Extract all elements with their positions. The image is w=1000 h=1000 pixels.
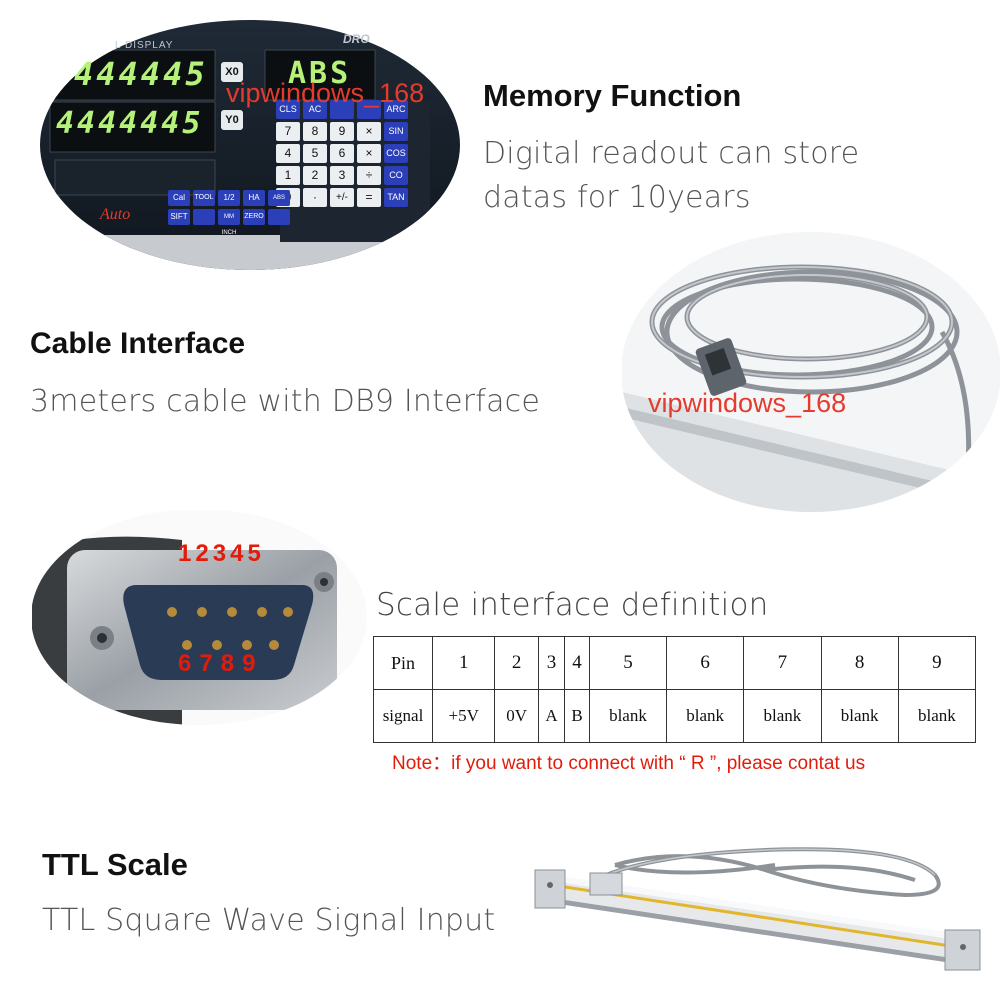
- key[interactable]: ×: [357, 122, 381, 141]
- key[interactable]: CLS: [276, 100, 300, 119]
- key[interactable]: 1/2: [218, 190, 240, 206]
- memory-title: Memory Function: [483, 78, 742, 113]
- function-keys: Cal TOOL 1/2 HA ABS INC SIFT MM INCH ZER…: [168, 190, 290, 236]
- table-cell: 8: [820, 636, 899, 690]
- key[interactable]: COS: [384, 144, 408, 163]
- note-text: Note：if you want to connect with “ R ”, …: [392, 753, 866, 774]
- ttl-desc: TTL Square Wave Signal Input: [42, 903, 496, 938]
- key[interactable]: AC: [303, 100, 327, 119]
- key[interactable]: 8: [303, 122, 327, 141]
- key[interactable]: 7: [276, 122, 300, 141]
- pin-label: 7: [199, 650, 213, 677]
- mode-readout: ABS: [288, 56, 352, 91]
- key[interactable]: [193, 209, 215, 225]
- key[interactable]: 4: [276, 144, 300, 163]
- y-axis-key[interactable]: Y0: [221, 110, 243, 130]
- table-cell: B: [564, 689, 590, 743]
- memory-desc-line2: datas for 10years: [483, 180, 751, 215]
- db9-connector-photo: [32, 510, 367, 725]
- key[interactable]: ×: [357, 144, 381, 163]
- cable-desc: 3meters cable with DB9 Interface: [30, 384, 540, 419]
- table-cell: 5: [588, 636, 668, 690]
- key[interactable]: 2: [303, 166, 327, 185]
- key[interactable]: 6: [330, 144, 354, 163]
- key[interactable]: HA: [243, 190, 265, 206]
- table-cell: blank: [743, 689, 822, 743]
- key[interactable]: ABS INC: [268, 190, 290, 217]
- y-axis-readout: 4444445: [56, 106, 204, 141]
- key[interactable]: SIFT: [168, 209, 190, 225]
- x-axis-readout: 444445: [74, 55, 208, 93]
- panel-label-right: DRO: [343, 32, 370, 46]
- key[interactable]: 9: [330, 122, 354, 141]
- table-cell: 2: [494, 636, 539, 690]
- pin-numbers-top: 1 2 3 4 5: [178, 540, 261, 568]
- pin-label: 2: [195, 540, 209, 567]
- table-cell: 1: [431, 636, 496, 690]
- table-cell: blank: [820, 689, 899, 743]
- panel-label-left: L DISPLAY: [115, 40, 174, 51]
- key[interactable]: ZERO: [243, 209, 265, 225]
- key[interactable]: +/-: [330, 188, 354, 207]
- table-cell: 3: [537, 636, 566, 690]
- key[interactable]: [330, 100, 354, 119]
- table-cell: blank: [588, 689, 668, 743]
- watermark-1: vipwindows_168: [226, 78, 425, 108]
- watermark-2: vipwindows_168: [648, 388, 847, 418]
- table-cell: blank: [666, 689, 745, 743]
- table-row: Pin 1 2 3 4 5 6 7 8 9: [373, 636, 977, 690]
- key[interactable]: ·: [303, 188, 327, 207]
- key[interactable]: TOOL: [193, 190, 215, 206]
- key[interactable]: SIN: [384, 122, 408, 141]
- table-cell: +5V: [431, 689, 496, 743]
- keypad: CLS AC ARC 7 8 9 × SIN 4 5 6 × COS 1 2 3…: [276, 100, 436, 207]
- pin-label: 1: [178, 540, 192, 567]
- table-header-cell: Pin: [373, 636, 433, 690]
- pin-label: 6: [178, 650, 192, 677]
- key[interactable]: 5: [303, 144, 327, 163]
- key[interactable]: =: [357, 188, 381, 207]
- table-cell: 0V: [494, 689, 539, 743]
- pin-label: 4: [230, 540, 244, 567]
- key[interactable]: 1: [276, 166, 300, 185]
- key[interactable]: 3: [330, 166, 354, 185]
- key[interactable]: MM INCH: [218, 209, 240, 236]
- table-cell: A: [537, 689, 566, 743]
- cable-photo: [622, 232, 1000, 522]
- pin-signal-table: Pin 1 2 3 4 5 6 7 8 9 signal +5V 0V A B …: [373, 636, 977, 743]
- key[interactable]: CO: [384, 166, 408, 185]
- table-header-cell: signal: [373, 689, 433, 743]
- cable-title: Cable Interface: [30, 327, 246, 360]
- table-cell: 7: [743, 636, 822, 690]
- key[interactable]: [357, 100, 381, 119]
- scale-def-title: Scale interface definition: [376, 587, 769, 623]
- pin-numbers-bottom: 6 7 8 9: [178, 650, 255, 678]
- pin-label: 3: [212, 540, 227, 567]
- ttl-scale-photo: [525, 835, 995, 995]
- ttl-title: TTL Scale: [42, 847, 188, 882]
- pin-label: 5: [247, 540, 261, 567]
- table-row: signal +5V 0V A B blank blank blank blan…: [373, 689, 977, 743]
- pin-label: 9: [242, 650, 256, 677]
- table-cell: 4: [564, 636, 590, 690]
- pin-label: 8: [220, 650, 235, 677]
- brand-logo: Auto: [100, 206, 131, 223]
- table-cell: blank: [897, 689, 977, 743]
- key[interactable]: ÷: [357, 166, 381, 185]
- table-cell: 9: [897, 636, 977, 690]
- key[interactable]: [268, 209, 290, 225]
- key[interactable]: Cal: [168, 190, 190, 206]
- table-cell: 6: [666, 636, 745, 690]
- key[interactable]: ARC: [384, 100, 408, 119]
- x-axis-key[interactable]: X0: [221, 62, 243, 82]
- key[interactable]: TAN: [384, 188, 408, 207]
- memory-desc-line1: Digital readout can store: [483, 136, 860, 171]
